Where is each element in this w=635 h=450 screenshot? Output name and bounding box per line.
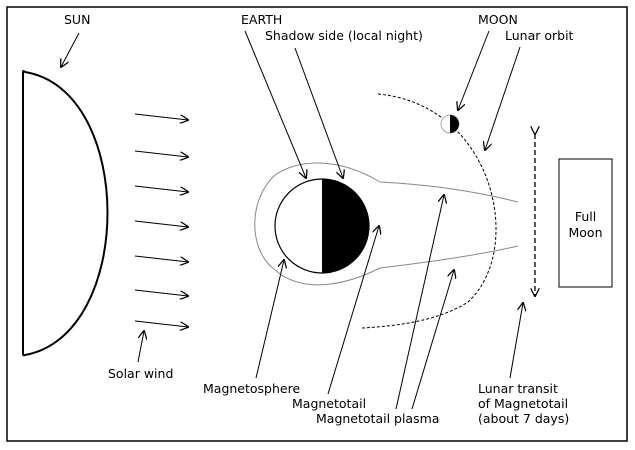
solar-wind-arrow [134, 255, 188, 262]
sun-label-pointer [61, 32, 80, 67]
solar-wind-arrow [134, 289, 188, 296]
solar-wind-arrow [134, 113, 188, 120]
lunar-orbit-path [361, 93, 497, 329]
full-moon-label-line2: Moon [568, 225, 602, 240]
earth-label: EARTH [241, 12, 282, 27]
magnetotail-plasma-pointer-upper [395, 195, 444, 410]
moon-label: MOON [478, 12, 518, 27]
lunar-transit-label-line2: of Magnetotail [478, 396, 568, 411]
lunar-transit-label-line3: (about 7 days) [478, 411, 569, 426]
magnetosphere-pointer [255, 260, 284, 379]
shadow-side-label: Shadow side (local night) [265, 28, 423, 43]
solar-wind-arrows [134, 113, 188, 327]
diagram-frame [6, 6, 628, 442]
magnetotail-plasma-pointer-lower [411, 270, 454, 410]
earth-night-side [322, 179, 369, 273]
full-moon-label-line1: Full [575, 209, 596, 224]
sun-label: SUN [64, 12, 90, 27]
lunar-orbit-label: Lunar orbit [505, 28, 574, 43]
moon-lit-half [450, 115, 459, 133]
sun-shape [22, 70, 109, 357]
magnetosphere-label: Magnetosphere [203, 381, 300, 396]
lunar-transit-pointer [509, 303, 523, 379]
solar-wind-arrow [134, 185, 188, 192]
solar-wind-label: Solar wind [108, 366, 173, 381]
solar-wind-arrow [134, 150, 188, 157]
solar-wind-arrow [134, 220, 188, 227]
moon-label-pointer [458, 30, 490, 110]
earth-label-pointer [244, 30, 306, 178]
lunar-orbit-pointer [485, 46, 521, 150]
solar-wind-arrow [134, 320, 188, 327]
shadow-side-pointer [294, 47, 343, 178]
magnetosphere-outline [254, 162, 519, 286]
lunar-transit-label-line1: Lunar transit [478, 381, 558, 396]
magnetotail-label: Magnetotail [292, 396, 366, 411]
magnetotail-plasma-label: Magnetotail plasma [316, 411, 439, 426]
magnetotail-pointer [327, 226, 379, 395]
solar-wind-pointer [137, 331, 144, 363]
full-moon-box [558, 158, 613, 288]
